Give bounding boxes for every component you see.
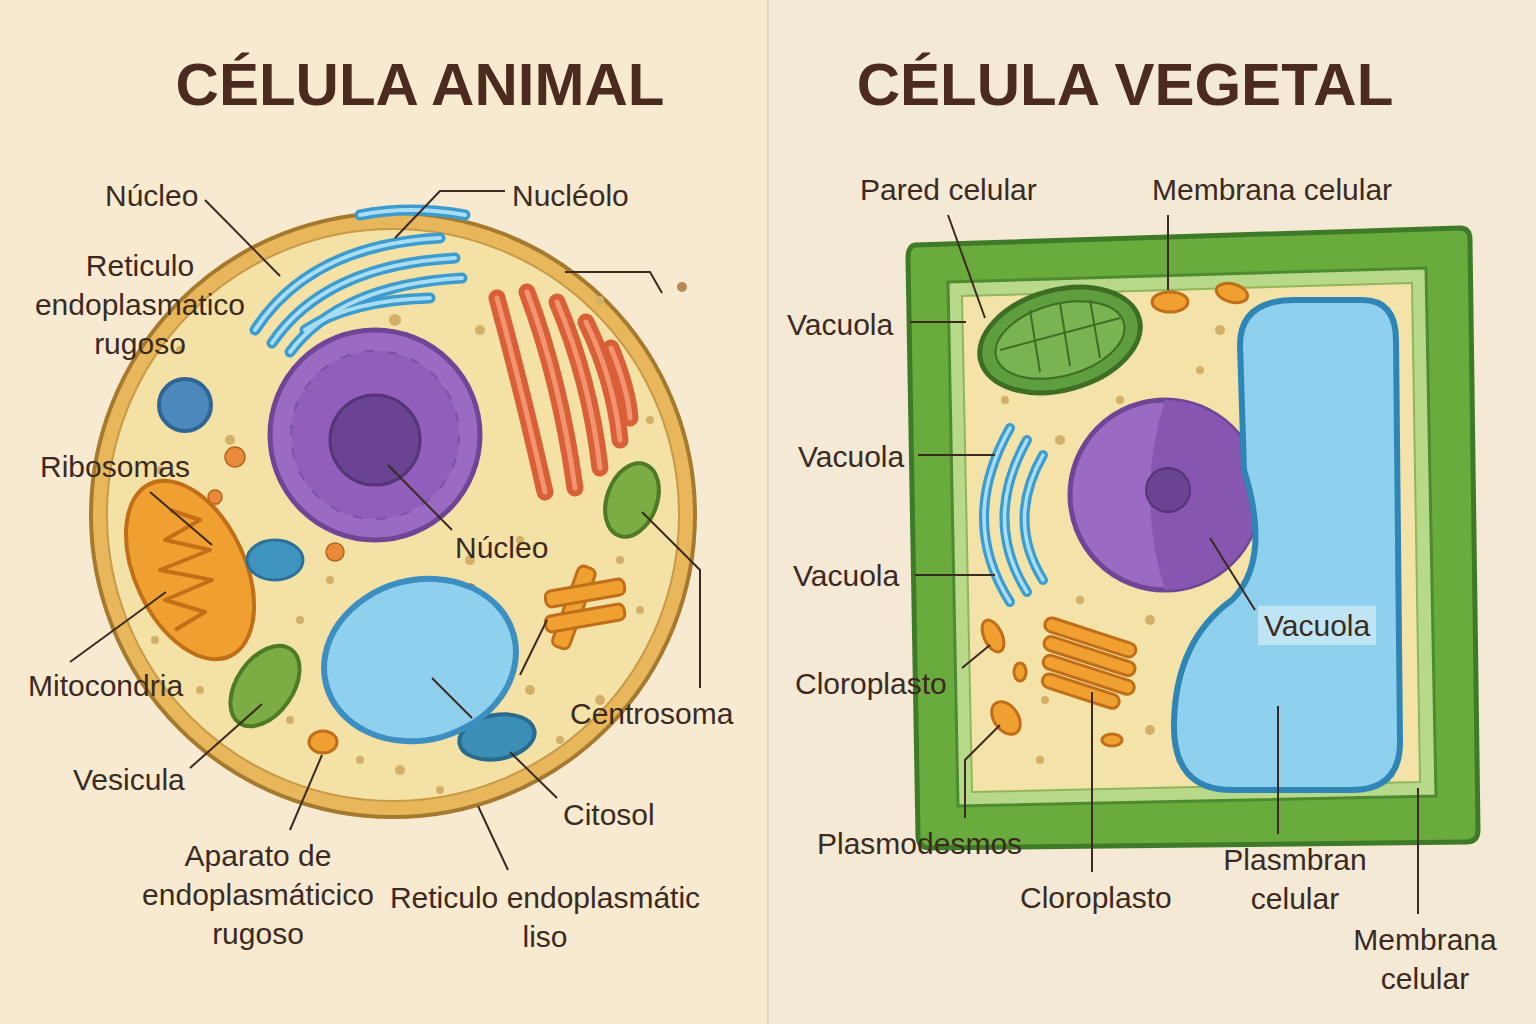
part-label: Núcleo	[105, 176, 198, 215]
part-label: Cloroplasto	[1020, 878, 1172, 917]
part-label: Reticulo endoplasmatico rugoso	[15, 246, 265, 363]
part-label: Plasmbran celular	[1205, 840, 1385, 918]
part-label: Citosol	[563, 795, 655, 834]
part-label: Membrana celular	[1152, 170, 1392, 209]
part-label: Reticulo endoplasmátic liso	[383, 878, 708, 956]
part-label: Membrana celular	[1340, 920, 1510, 998]
part-label: Vacuola	[798, 437, 904, 476]
part-label: Núcleo	[455, 528, 548, 567]
panel-heading: CÉLULA VEGETAL	[857, 50, 1394, 120]
part-label: Vacuola	[1258, 606, 1376, 645]
part-label: Pared celular	[860, 170, 1037, 209]
part-label: Vesicula	[73, 760, 185, 799]
part-label: Aparato de endoplasmáticico rugoso	[116, 836, 401, 953]
part-label: Plasmodesmos	[817, 824, 1022, 863]
part-label: Nucléolo	[512, 176, 629, 215]
panel-heading: CÉLULA ANIMAL	[176, 50, 665, 120]
part-label: Centrosoma	[570, 694, 733, 733]
part-label: Cloroplasto	[795, 664, 947, 703]
part-label: Vacuola	[787, 305, 893, 344]
part-label: Vacuola	[793, 556, 899, 595]
part-label: Mitocondria	[28, 666, 183, 705]
part-label: Ribosomas	[40, 447, 190, 486]
